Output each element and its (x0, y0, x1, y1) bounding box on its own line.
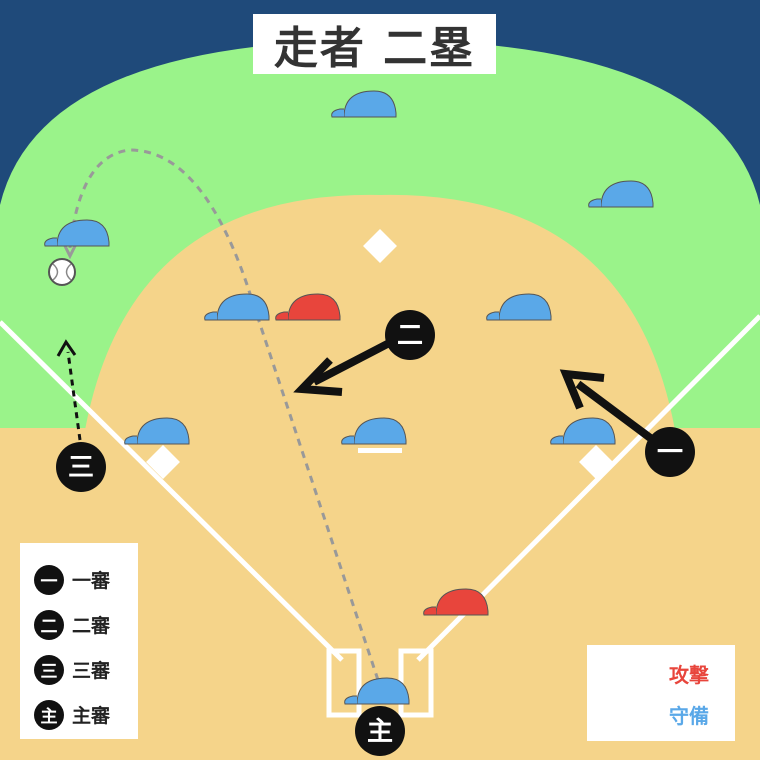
umpire-home-label: 主 (367, 717, 393, 747)
legend-item-first: 一 一審 (34, 557, 138, 602)
umpire-first: 一 (645, 427, 695, 477)
umpire-third: 三 (56, 442, 106, 492)
left-foul-line (0, 320, 344, 662)
legend-label-first: 一審 (72, 570, 111, 592)
first-umpire-arrow (575, 380, 656, 444)
infield-dirt (85, 194, 675, 430)
legend-label-third: 三審 (72, 660, 111, 682)
second-umpire-arrowhead (293, 357, 343, 396)
legend-item-third: 三 三審 (34, 647, 138, 692)
third-umpire-arrowhead (56, 339, 77, 357)
legend-label-second: 二審 (72, 615, 111, 637)
pitcher-rubber (358, 448, 402, 453)
diagram-title: 走者 二塁 (253, 14, 496, 74)
first-base (579, 445, 613, 479)
legend-badge-first: 一 (34, 564, 64, 595)
legend-item-home: 主 主審 (34, 692, 138, 737)
umpire-first-label: 一 (657, 438, 683, 468)
legend-label-home: 主審 (72, 705, 111, 727)
legend-defense-label: 守備 (669, 704, 709, 728)
umpire-second: 二 (385, 310, 435, 360)
third-umpire-arrow (66, 351, 82, 441)
second-base (363, 229, 397, 263)
umpire-third-label: 三 (68, 453, 94, 483)
legend-offense-label: 攻撃 (669, 663, 709, 687)
team-legend: 攻撃 守備 (587, 645, 735, 741)
third-base (146, 445, 180, 479)
legend-item-second: 二 二審 (34, 602, 138, 647)
first-umpire-arrowhead (559, 369, 605, 410)
legend-badge-third: 三 (34, 654, 64, 685)
umpire-legend: 一 一審 二 二審 三 三審 主 主審 (20, 543, 138, 739)
umpire-second-label: 二 (397, 321, 423, 351)
legend-badge-second: 二 (34, 609, 64, 640)
second-umpire-arrow (312, 335, 399, 386)
legend-badge-home: 主 (34, 699, 64, 730)
umpire-home: 主 (355, 706, 405, 756)
baseball-icon (48, 258, 76, 286)
batter-box-left (326, 648, 362, 718)
